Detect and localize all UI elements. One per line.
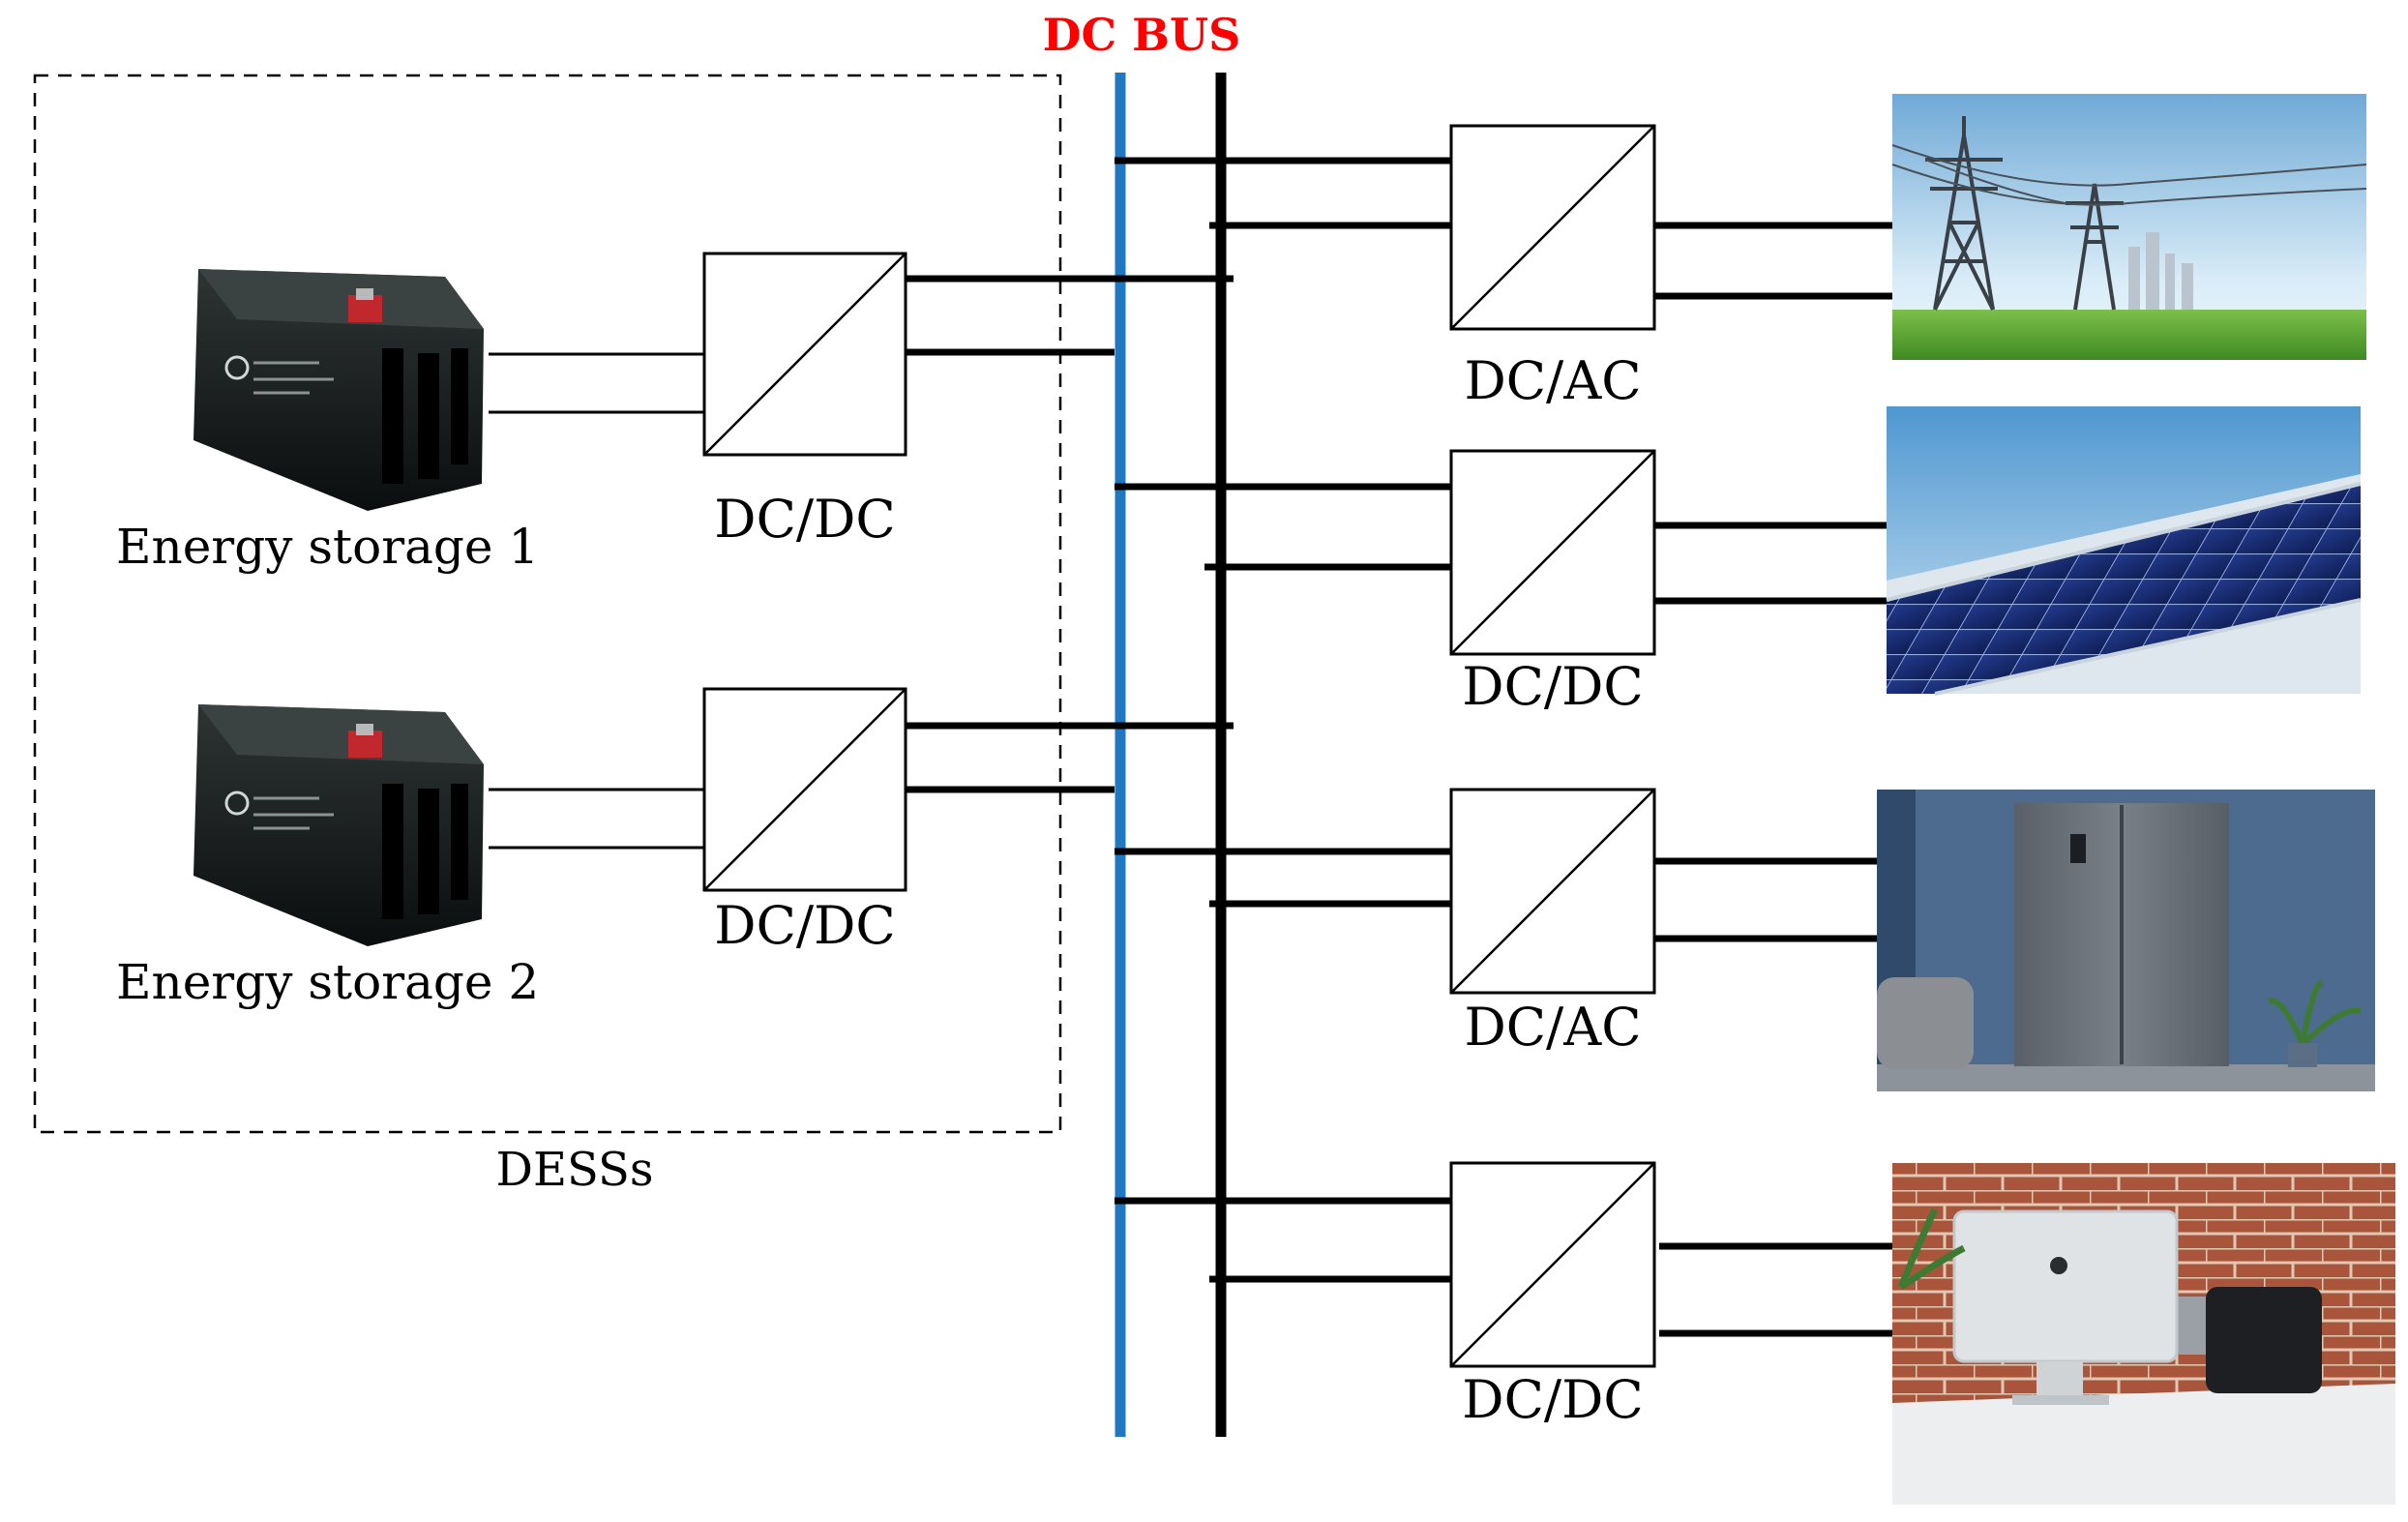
power-grid-picture: [1891, 94, 2367, 360]
load-4-converter-label: DC/DC: [1462, 1369, 1643, 1430]
storage-2-converter: [702, 687, 907, 892]
load-3-converter: [1449, 788, 1656, 995]
load-2-converter: [1449, 449, 1656, 656]
desss-group: DESSs: [33, 74, 1062, 1197]
load-1-converter-label: DC/AC: [1464, 350, 1641, 411]
load-1-converter: [1449, 124, 1656, 331]
storage-1-converter-label: DC/DC: [714, 489, 895, 550]
storage-2-label: Energy storage 2: [116, 954, 539, 1010]
computer-picture: [1892, 1163, 2395, 1505]
solar-panel-picture: [1886, 406, 2362, 696]
energy-storage-1: Energy storage 1 DC/DC: [116, 252, 1234, 575]
load-2-converter-label: DC/DC: [1462, 656, 1643, 717]
desss-dashed-frame: [33, 74, 1062, 1134]
energy-storage-2: Energy storage 2 DC/DC: [116, 687, 1234, 1010]
desss-label: DESSs: [495, 1143, 653, 1197]
storage-1-label: Energy storage 1: [116, 519, 539, 575]
load-4-converter: [1449, 1161, 1656, 1368]
load-2: DC/DC: [1115, 406, 2362, 717]
storage-2-converter-label: DC/DC: [714, 895, 895, 956]
load-4: DC/DC: [1115, 1161, 2395, 1505]
load-3-converter-label: DC/AC: [1464, 997, 1641, 1058]
dc-bus-label: DC BUS: [1043, 9, 1241, 61]
load-3: DC/AC: [1115, 788, 2375, 1091]
refrigerator-picture: [1877, 790, 2375, 1091]
storage-1-converter: [702, 252, 907, 457]
battery-icon: [193, 704, 484, 946]
load-1: DC/AC: [1115, 94, 2367, 411]
battery-icon: [193, 269, 484, 511]
